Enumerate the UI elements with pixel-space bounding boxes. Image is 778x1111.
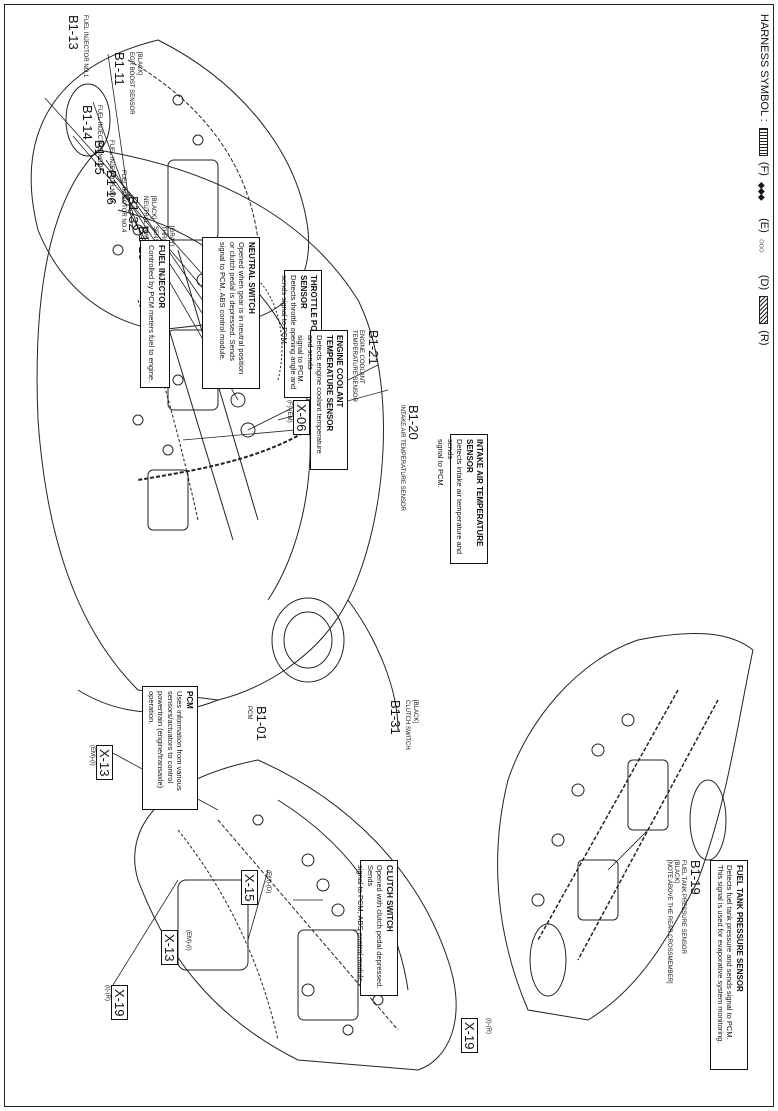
b1-31-id[interactable]: B1-31 bbox=[388, 700, 403, 735]
fuel-tank-pressure-l1: Detects fuel tank pressure and sends sig… bbox=[725, 865, 734, 1040]
b1-19-name1: FUEL TANK PRESSURE SENSOR bbox=[680, 860, 686, 954]
b1-19-name2: [BLACK] bbox=[673, 860, 679, 884]
fuel-injector-title: FUEL INJECTOR bbox=[157, 245, 166, 309]
connector-x13-lower[interactable]: X-13 bbox=[96, 745, 113, 781]
clutch-switch-description: CLUTCH SWITCH Opened with clutch pedal d… bbox=[356, 860, 398, 996]
engine-coolant-l1: Detects engine coolant temperature and s… bbox=[305, 335, 324, 454]
pcm-l1: Uses information from various bbox=[175, 691, 184, 791]
b1-20-id[interactable]: B1-20 bbox=[406, 405, 421, 440]
b1-13-name: FUEL INJECTOR NO.1 bbox=[82, 15, 88, 78]
fuel-tank-pressure-title: FUEL TANK PRESSURE SENSOR bbox=[735, 865, 744, 992]
neutral-switch-l1: Opened when gear is in neutral position bbox=[237, 242, 246, 375]
neutral-switch-l3: signal to PCM, ABS control module. bbox=[218, 242, 228, 361]
b1-11-pre: [BLACK] bbox=[136, 52, 142, 76]
b1-31-pre: [BLACK] bbox=[412, 700, 418, 724]
engine-coolant-description: ENGINE COOLANT TEMPERATURE SENSOR Detect… bbox=[296, 330, 348, 470]
b1-19-id[interactable]: B1-19 bbox=[688, 860, 703, 895]
connector-x13-lower-tag: (EM)-(I) bbox=[89, 745, 95, 766]
b1-20-name: INTAKE AIR TEMPERATURE SENSOR bbox=[399, 405, 405, 512]
b1-01-name: PCM bbox=[246, 706, 252, 720]
clutch-switch-l2: signal to PCM, ABS control module. bbox=[356, 865, 366, 984]
connector-x13-upper[interactable]: X-13 bbox=[161, 930, 178, 966]
b1-19-name3: [NOTE:ABOVE THE REAR CROSSMEMBER] bbox=[666, 860, 672, 984]
pcm-l4: operation. bbox=[146, 691, 156, 725]
engine-coolant-l2: signal to PCM. bbox=[296, 335, 306, 384]
b1-16-id[interactable]: B1-16 bbox=[104, 170, 119, 205]
engine-coolant-title: ENGINE COOLANT TEMPERATURE SENSOR bbox=[325, 335, 344, 432]
intake-air-l2: signal to PCM. bbox=[436, 439, 446, 488]
fuel-injector-description: FUEL INJECTOR Controlled by PCM meters f… bbox=[140, 240, 170, 388]
connector-x19-right-tag: (I)-(R) bbox=[485, 1018, 491, 1034]
pcm-description: PCM Uses information from various sensor… bbox=[142, 686, 198, 810]
pcm-l3: powertrain (engine/transaxle) bbox=[156, 691, 166, 789]
b1-32-pre: [BLACK] bbox=[150, 196, 156, 220]
b1-14-id[interactable]: B1-14 bbox=[80, 105, 95, 140]
neutral-switch-description: NEUTRAL SWITCH Opened when gear is in ne… bbox=[202, 237, 260, 389]
clutch-switch-l1: Opened with clutch pedal depressed. Send… bbox=[365, 865, 384, 989]
b1-13-id[interactable]: B1-13 bbox=[66, 15, 81, 50]
b1-21-id[interactable]: B1-21 bbox=[366, 330, 381, 365]
fuel-tank-pressure-l2: This signal is used for evaporative syst… bbox=[715, 865, 725, 1044]
b1-01-id[interactable]: B1-01 bbox=[254, 706, 269, 741]
connector-x19-left-tag: (I)-(R) bbox=[104, 985, 110, 1001]
pcm-title: PCM bbox=[185, 691, 194, 709]
connector-x13-upper-tag: (EM)-(I) bbox=[185, 930, 191, 951]
neutral-switch-l2: or clutch pedal is depressed. Sends bbox=[227, 242, 237, 361]
fuel-tank-pressure-description: FUEL TANK PRESSURE SENSOR Detects fuel t… bbox=[710, 860, 748, 1070]
connector-x19-left[interactable]: X-19 bbox=[111, 985, 128, 1021]
b1-31-name: CLUTCH SWITCH bbox=[404, 700, 410, 750]
connector-x06-tag: (F)-(EM) bbox=[286, 400, 292, 423]
throttle-sensor-l2: sends signal to PCM. bbox=[279, 275, 289, 346]
b1-11-id[interactable]: B1-11 bbox=[112, 52, 127, 86]
neutral-switch-title: NEUTRAL SWITCH bbox=[247, 242, 256, 314]
connector-x15[interactable]: X-15 bbox=[241, 870, 258, 906]
b1-21-name1: ENGINE COOLANT bbox=[358, 330, 364, 384]
connector-x19-right[interactable]: X-19 bbox=[461, 1018, 478, 1054]
b1-11-name: EGR BOOST SENSOR bbox=[128, 52, 134, 115]
intake-air-title: INTAKE AIR TEMPERATURE SENSOR bbox=[465, 439, 484, 547]
fuel-injector-body: Controlled by PCM meters fuel to engine. bbox=[147, 245, 156, 383]
page-frame bbox=[4, 4, 774, 1107]
clutch-switch-title: CLUTCH SWITCH bbox=[385, 865, 394, 932]
connector-x15-tag: (EM)-(D) bbox=[265, 870, 271, 894]
b1-21-name2: TEMPERATURE SENSOR bbox=[351, 330, 357, 402]
pcm-l2: sensors/actuators to control bbox=[165, 691, 175, 784]
intake-air-description: INTAKE AIR TEMPERATURE SENSOR Detects in… bbox=[436, 434, 488, 564]
intake-air-l1: Detects intake air temperature and sends bbox=[445, 439, 464, 555]
